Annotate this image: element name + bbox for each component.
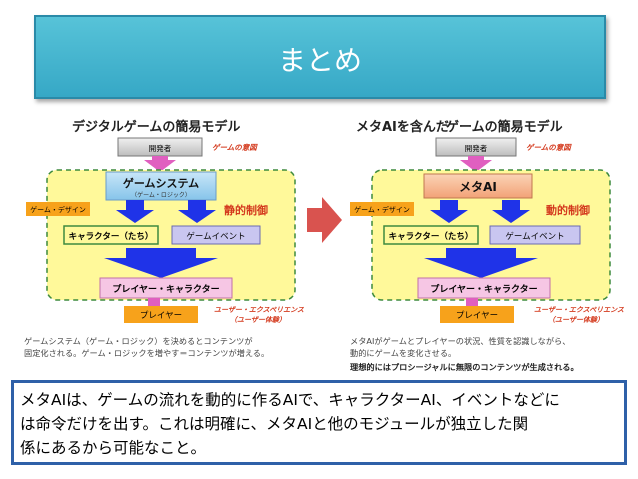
- summary-line-1: メタAIは、ゲームの流れを動的に作るAIで、キャラクターAI、イベントなどに: [20, 391, 560, 409]
- slide-title: まとめ: [277, 44, 362, 77]
- left-diagram: デジタルゲームの簡易モデル 開発者 ゲームの意図 ゲームシステム （ゲーム・ロジ…: [24, 119, 304, 358]
- left-characters-label: キャラクター（たち）: [69, 231, 154, 242]
- right-note-line3: 理想的にはプロシージャルに無限のコンテンツが生成される。: [350, 362, 579, 372]
- right-game-design-label: ゲーム・デザイン: [354, 205, 410, 214]
- summary-box: メタAIは、ゲームの流れを動的に作るAIで、キャラクターAI、イベントなどに は…: [11, 380, 627, 465]
- left-player-character-box: [99, 277, 233, 299]
- right-developer-label: 開発者: [465, 144, 488, 153]
- left-player-label: プレイヤー: [140, 311, 182, 321]
- left-event-label: ゲームイベント: [186, 231, 245, 242]
- right-meta-ai-box: [423, 173, 533, 199]
- center-transition-arrow: [307, 197, 342, 243]
- left-game-design-label: ゲーム・デザイン: [30, 205, 86, 214]
- right-meta-ai-label: メタAI: [459, 180, 497, 194]
- right-arrow-to-event: [492, 200, 530, 223]
- left-game-design-box: [26, 202, 90, 216]
- left-game-intent: ゲームの意図: [212, 143, 258, 152]
- left-ux-line2: （ユーザー体験）: [230, 315, 286, 324]
- diagram-area: デジタルゲームの簡易モデル 開発者 ゲームの意図 ゲームシステム （ゲーム・ロジ…: [24, 119, 624, 372]
- right-player-character-label: プレイヤー・キャラクター: [430, 283, 537, 295]
- left-note-line1: ゲームシステム（ゲーム・ロジック）を決めるとコンテンツが: [24, 336, 253, 346]
- left-player-character-label: プレイヤー・キャラクター: [112, 283, 219, 295]
- left-static-control: 静的制御: [224, 203, 268, 217]
- left-ux-line1: ユーザー・エクスペリエンス: [214, 306, 304, 314]
- right-player-box: [440, 306, 514, 323]
- right-player-label: プレイヤー: [456, 311, 498, 321]
- right-ux-line2: （ユーザー体験）: [548, 315, 604, 324]
- summary-line-2: は命令だけを出す。これは明確に、メタAIと他のモジュールが独立した関: [20, 415, 529, 433]
- title-bar: まとめ: [34, 15, 606, 99]
- right-player-character-box: [417, 277, 551, 299]
- left-developer-arrow: [144, 156, 176, 172]
- left-characters-box: [63, 225, 159, 245]
- right-heading-part2: ゲームの簡易モデル: [446, 119, 563, 135]
- left-pc-connector: [148, 298, 160, 306]
- left-system-box: [105, 171, 217, 201]
- right-ux-line1: ユーザー・エクスペリエンス: [534, 306, 624, 314]
- left-event-box: [171, 225, 261, 245]
- right-diagram: メタAIを含んだ ゲームの簡易モデル 開発者 ゲームの意図 メタAI ゲーム・デ…: [350, 119, 624, 372]
- right-note-line2: 動的にゲームを変化させる。: [350, 348, 456, 358]
- right-pc-connector: [466, 298, 478, 306]
- right-game-design-box: [350, 202, 414, 216]
- left-arrow-to-characters: [116, 200, 154, 223]
- left-heading: デジタルゲームの簡易モデル: [72, 119, 240, 135]
- left-developer-label: 開発者: [149, 144, 172, 153]
- left-system-title: ゲームシステム: [123, 176, 199, 190]
- right-game-intent: ゲームの意図: [526, 143, 572, 152]
- left-note-line2: 固定化される。ゲーム・ロジックを増やす＝コンテンツが増える。: [24, 348, 269, 358]
- right-arrow-to-player-character: [424, 248, 538, 278]
- left-yellow-panel: [46, 169, 296, 301]
- left-arrow-to-event: [178, 200, 216, 223]
- left-arrow-to-player-character: [104, 248, 218, 278]
- right-characters-box: [383, 225, 479, 245]
- left-player-box: [124, 306, 198, 323]
- right-event-label: ゲームイベント: [505, 231, 564, 242]
- right-dynamic-control: 動的制御: [546, 203, 590, 217]
- summary-line-3: 係にあるから可能なこと。: [20, 439, 207, 457]
- right-event-box: [489, 225, 581, 245]
- left-system-sub: （ゲーム・ロジック）: [131, 191, 191, 199]
- right-arrow-to-characters: [430, 200, 468, 223]
- right-characters-label: キャラクター（たち）: [389, 231, 474, 242]
- right-heading-part1: メタAIを含んだ: [356, 119, 449, 135]
- right-note-line1: メタAIがゲームとプレイヤーの状況、性質を認識しながら、: [350, 336, 570, 346]
- right-developer-arrow: [460, 156, 492, 172]
